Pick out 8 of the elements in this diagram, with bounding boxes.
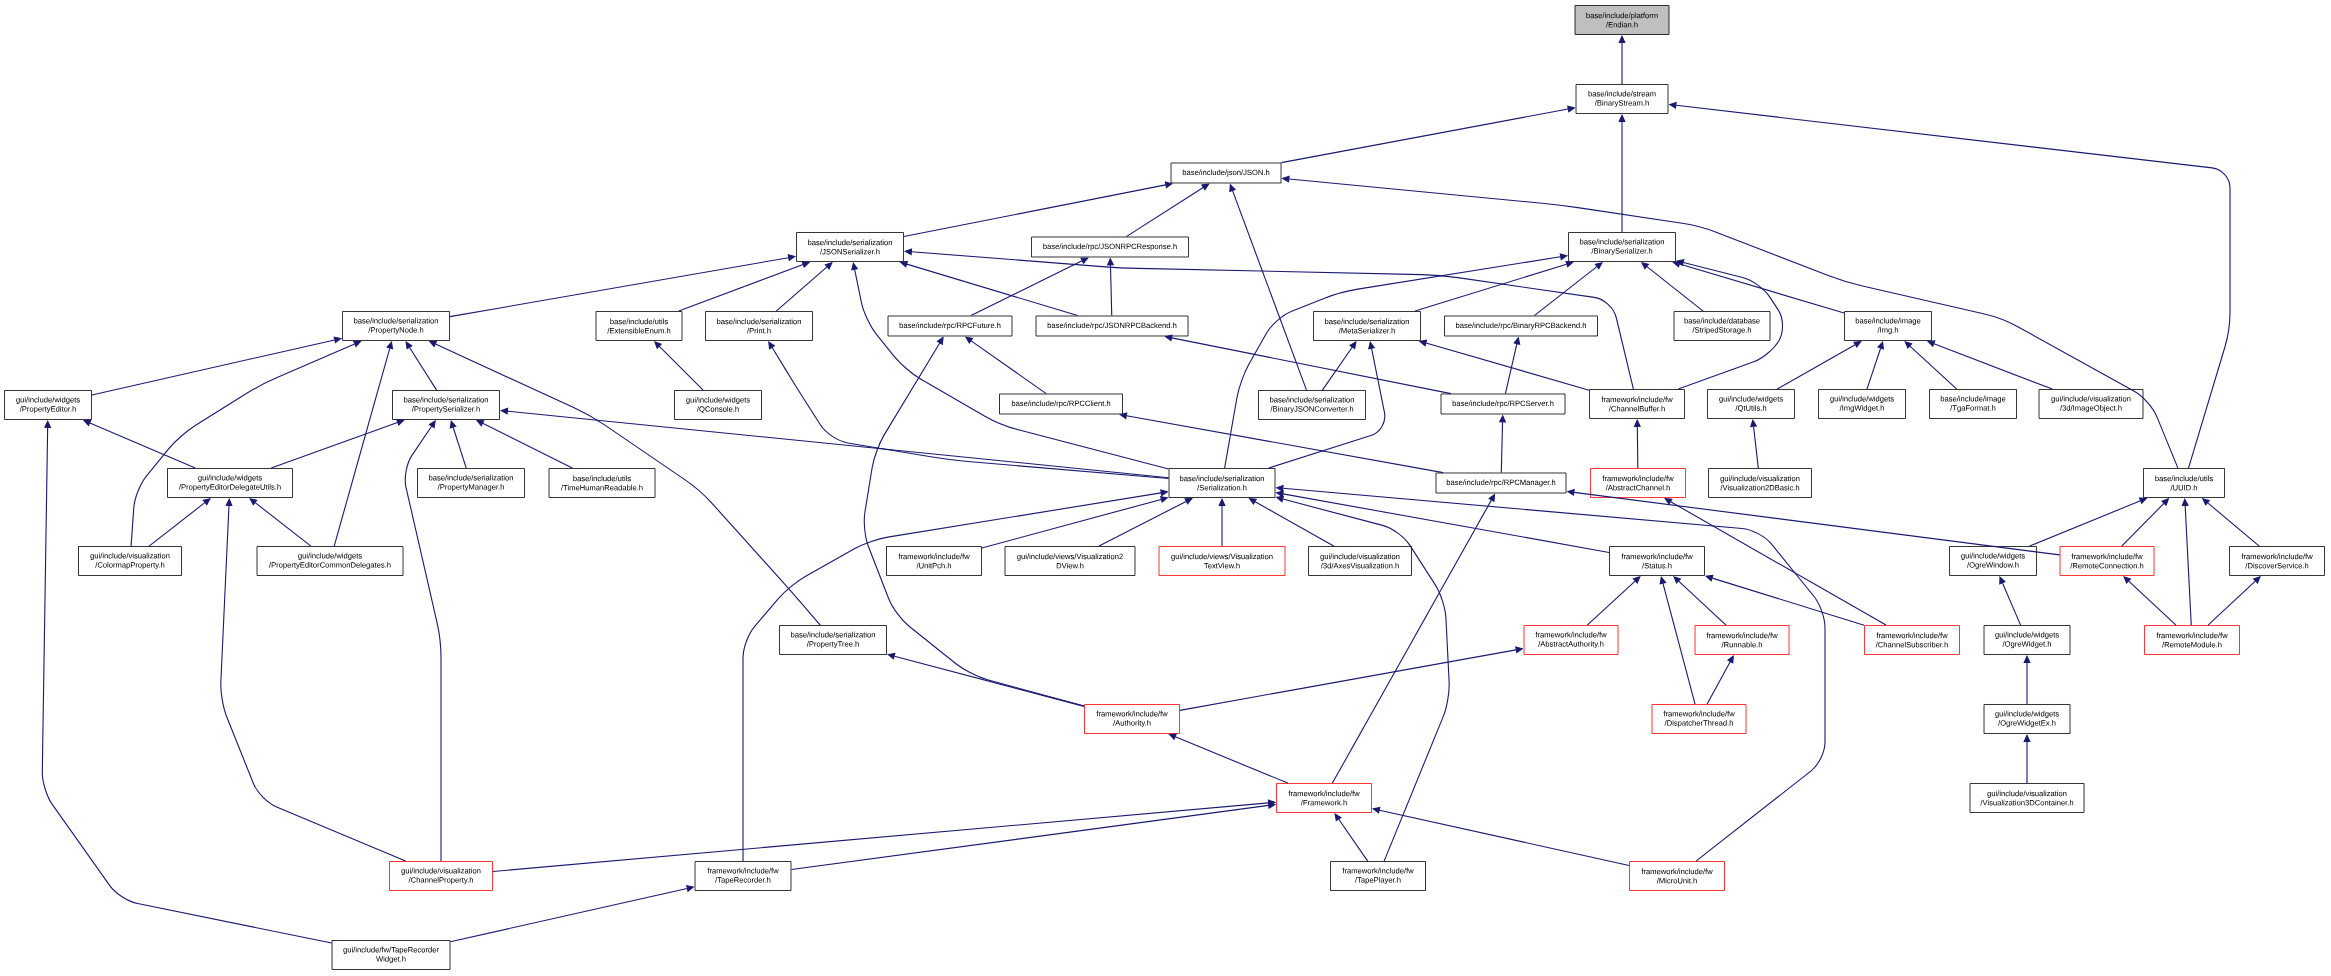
arrow: [1125, 183, 1210, 238]
arrow: [1672, 260, 1845, 314]
arrow: [1168, 733, 1289, 784]
arrow: [1164, 334, 1452, 395]
arrow: [1098, 497, 1193, 547]
arrow: [270, 419, 405, 469]
arrow: [970, 257, 1089, 317]
arrow: [1414, 260, 1574, 312]
